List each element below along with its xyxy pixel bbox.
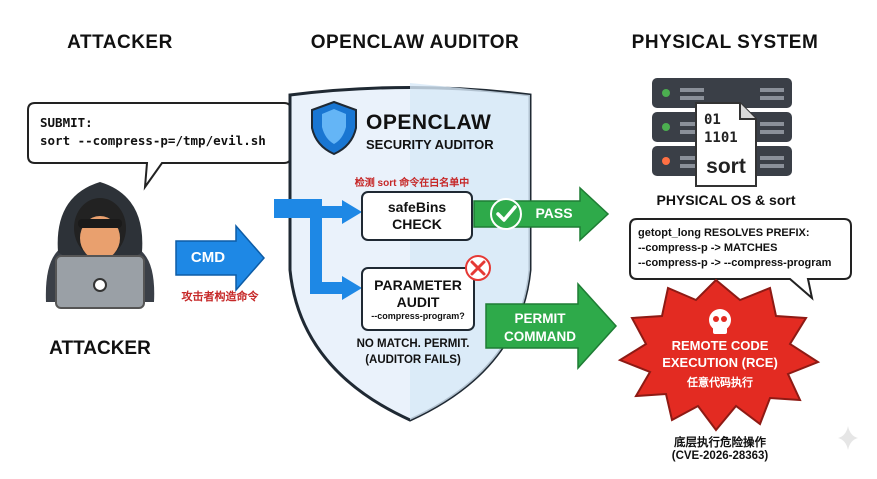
bottom-cn-caption: 底层执行危险操作 xyxy=(674,437,766,449)
safebins-label: safeBins xyxy=(387,199,447,215)
auditor-fail-line1: NO MATCH. PERMIT. xyxy=(356,338,470,350)
file-bits-2: 1101 xyxy=(704,130,738,146)
cmd-arrow-label: CMD xyxy=(190,249,226,266)
physical-column-title: PHYSICAL SYSTEM xyxy=(631,32,819,53)
auditor-column-title: OPENCLAW AUDITOR xyxy=(310,32,520,53)
file-name: sort xyxy=(706,155,746,178)
parameter-label: PARAMETER xyxy=(374,277,462,293)
pass-label: PASS xyxy=(535,205,573,221)
auditor-brand: OPENCLAW xyxy=(366,111,492,134)
skull-icon xyxy=(709,309,731,334)
rce-line2: EXECUTION (RCE) xyxy=(662,355,778,370)
x-icon xyxy=(465,255,491,281)
attacker-column-title: ATTACKER xyxy=(67,32,173,53)
attacker-bubble-line2: sort --compress-p=/tmp/evil.sh xyxy=(40,133,266,148)
cmd-arrow xyxy=(175,224,265,292)
parameter-detail: --compress-program? xyxy=(371,311,465,321)
whitelist-note: 检测 sort 命令在白名单中 xyxy=(354,178,470,189)
permit-command-arrow xyxy=(485,282,618,370)
laptop-icon xyxy=(55,255,145,309)
shield-logo-icon xyxy=(311,100,357,156)
getopt-speech-bubble xyxy=(629,218,852,301)
command-label: COMMAND xyxy=(504,329,576,344)
cve-id: (CVE-2026-28363) xyxy=(671,450,769,462)
auditor-subtitle: SECURITY AUDITOR xyxy=(366,137,494,152)
safebins-check-label: CHECK xyxy=(392,216,442,232)
branch-arrows xyxy=(274,199,362,300)
parameter-audit-box xyxy=(361,267,475,331)
rce-cn: 任意代码执行 xyxy=(687,377,753,389)
audit-label: AUDIT xyxy=(396,294,440,310)
cmd-caption: 攻击者构造命令 xyxy=(181,291,259,303)
safebins-box xyxy=(361,191,473,241)
getopt-line1: getopt_long RESOLVES PREFIX: xyxy=(638,227,810,239)
rce-line1: REMOTE CODE xyxy=(671,338,769,353)
attacker-label: ATTACKER xyxy=(49,338,151,359)
auditor-fail-line2: (AUDITOR FAILS) xyxy=(365,354,461,366)
permit-label: PERMIT xyxy=(514,311,566,326)
getopt-line3: --compress-p -> --compress-program xyxy=(638,257,832,269)
file-bits-1: 01 xyxy=(704,112,721,128)
os-label: PHYSICAL OS & sort xyxy=(656,192,796,208)
getopt-line2: --compress-p -> MATCHES xyxy=(638,242,778,254)
rce-starburst xyxy=(617,278,821,432)
check-icon xyxy=(490,198,522,230)
attacker-bubble-line1: SUBMIT: xyxy=(40,115,93,130)
sparkle-icon xyxy=(838,426,858,450)
file-icon xyxy=(695,102,757,187)
